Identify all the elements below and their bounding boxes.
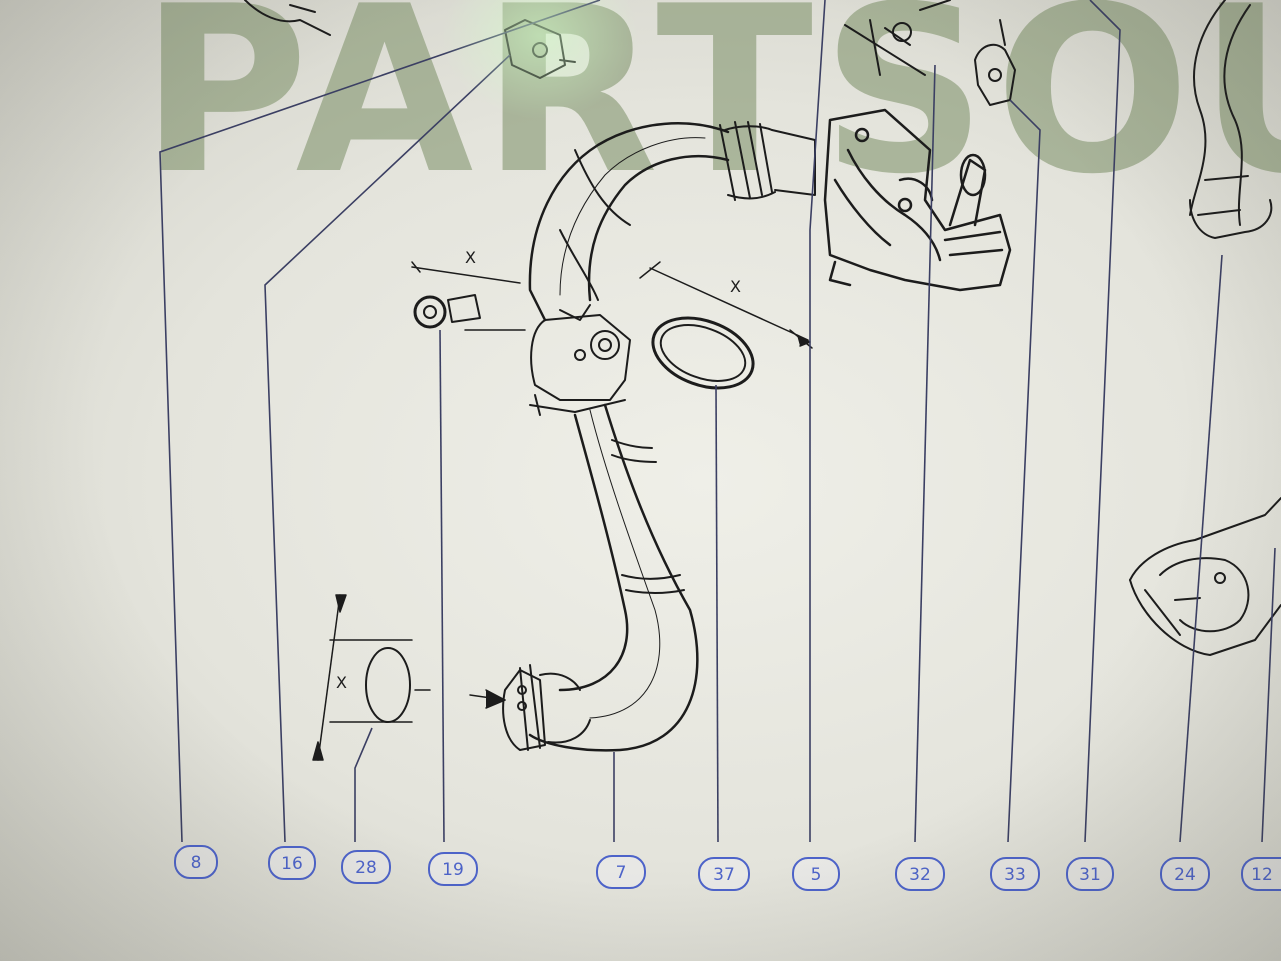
- callout-37[interactable]: 37: [698, 857, 750, 891]
- washer-part-19: [413, 294, 481, 329]
- callout-8[interactable]: 8: [174, 845, 218, 879]
- leader-lines: [159, 0, 1276, 843]
- callout-24[interactable]: 24: [1160, 857, 1210, 891]
- callout-19[interactable]: 19: [428, 852, 478, 886]
- callout-5[interactable]: 5: [792, 857, 840, 891]
- pipe-part-12: [1129, 497, 1281, 656]
- housing-part-5: [823, 108, 1012, 292]
- callout-12[interactable]: 12: [1241, 857, 1281, 891]
- oring-part-37: [651, 316, 755, 390]
- callout-16[interactable]: 16: [268, 846, 316, 880]
- dimension-lines: [312, 261, 813, 761]
- callout-32[interactable]: 32: [895, 857, 945, 891]
- watermark: PARTSOU: [140, 0, 1281, 202]
- callout-7[interactable]: 7: [596, 855, 646, 889]
- dimension-label-1: X: [465, 248, 476, 267]
- hose-part-24: [1189, 0, 1273, 239]
- fragment-part-8: [244, 0, 331, 36]
- callout-31[interactable]: 31: [1066, 857, 1114, 891]
- dimension-label-3: X: [336, 673, 347, 692]
- hose-part-7: [528, 122, 730, 752]
- clip-part-33: [974, 19, 1016, 106]
- upper-coupling: [719, 121, 816, 201]
- dimension-label-2: X: [730, 277, 741, 296]
- callout-33[interactable]: 33: [990, 857, 1040, 891]
- clamp-upper: [529, 304, 631, 416]
- bolt-part-32: [844, 0, 951, 76]
- callout-28[interactable]: 28: [341, 850, 391, 884]
- lower-coupling: [502, 664, 591, 751]
- plug-part-28: [365, 647, 411, 723]
